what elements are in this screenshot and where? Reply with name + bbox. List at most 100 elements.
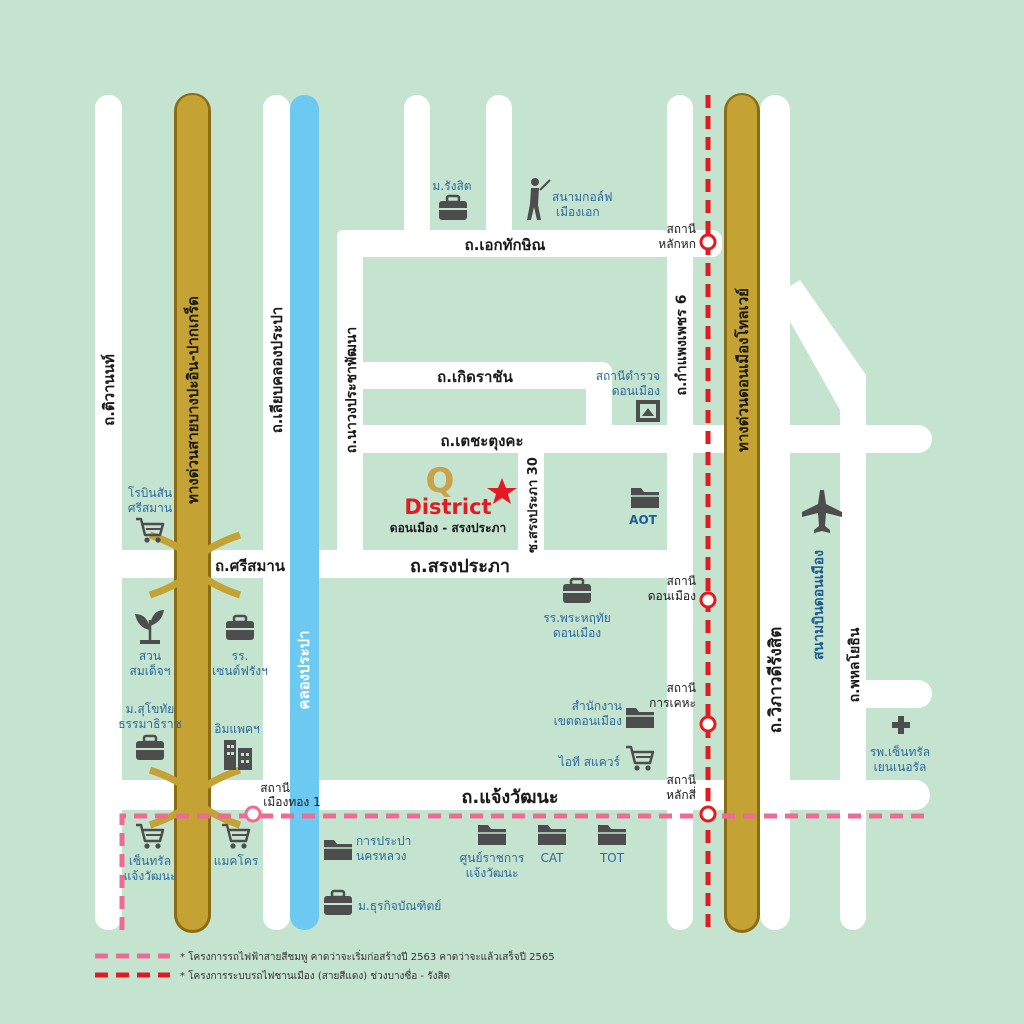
poi-police-line1: สถานีตำรวจ	[596, 369, 660, 383]
poi-st-francis-line1: รร.	[232, 649, 249, 663]
pink-line-rail	[119, 813, 930, 930]
road-labels: ถ.เอกทักษิณ ถ.เกิดราชัน ถ.เตชะตุงคะ ถ.สร…	[100, 236, 863, 808]
ramp-sirisaman-north	[148, 531, 242, 565]
poi-robinson-line2: ศรีสมาน	[128, 501, 172, 515]
poi-st-francis-line2: เซนต์ฟรังฯ	[212, 664, 268, 678]
station-lak-si-line2: หลักสี่	[666, 786, 697, 802]
station-kan-kheha-line2: การเคหะ	[649, 696, 696, 710]
poi-mwa-line2: นครหลวง	[356, 849, 407, 863]
poi-tot: TOT	[599, 851, 625, 865]
road-north-spur-1	[404, 95, 430, 240]
impact-building-icon	[224, 740, 252, 770]
project-q-district: Q District ดอนเมือง - สรงประภา	[390, 461, 517, 535]
poi-central-line1: เซ็นทรัล	[129, 853, 171, 868]
station-lak-hok-line2: หลักหก	[658, 237, 696, 251]
station-mueang-thong-line2: เมืองทอง 1	[263, 795, 321, 809]
poi-rangsit-uni: ม.รังสิต	[432, 179, 471, 193]
road-tiwanon	[95, 95, 122, 930]
label-phahonyothin: ถ.พหลโยธิน	[845, 627, 863, 702]
station-kan-kheha-line1: สถานี	[666, 681, 696, 695]
label-soi-songprapha-30: ซ.สรงประภา 30	[526, 457, 541, 553]
label-expressway-west: ทางด่วนสายบางปะอิน-ปากเกร็ด	[183, 296, 202, 504]
poi-aot: AOT	[629, 513, 657, 527]
road-nawong-prachaphatthana	[337, 230, 363, 578]
legend-pink-line: * โครงการรถไฟฟ้าสายสีชมพู คาดว่าจะเริ่มก…	[180, 949, 555, 963]
station-lak-hok-line1: สถานี	[666, 222, 696, 236]
poi-district-office-line2: เขตดอนเมือง	[554, 714, 622, 728]
project-name: District	[404, 495, 491, 519]
poi-district-office-line1: สำนักงาน	[572, 699, 622, 713]
road-liap-khlong-prapa	[263, 95, 290, 930]
poi-police-line2: ดอนเมือง	[612, 384, 660, 398]
poi-stou-line1: ม.สุโขทัย	[126, 702, 175, 717]
poi-phrahruethai-line1: รร.พระหฤทัย	[543, 611, 611, 625]
road-techatungkha	[337, 425, 932, 453]
poi-golf-line2: เมืองเอก	[556, 205, 600, 219]
expressway-don-mueang-tollway	[727, 95, 757, 930]
road-hospital-spur	[840, 680, 932, 708]
station-markers	[244, 233, 717, 823]
poi-central-line2: แจ้งวัฒนะ	[124, 869, 177, 883]
label-expressway-east: ทางด่วนดอนเมืองโทลเวย์	[733, 288, 752, 452]
road-songprapha	[95, 550, 693, 578]
road-koetrachan	[337, 362, 612, 389]
station-marker-lak-hok	[699, 233, 717, 251]
interchange-ramps	[148, 531, 242, 829]
police-station-icon	[636, 400, 660, 422]
road-north-spur-2	[486, 95, 512, 240]
park-plant-icon	[135, 610, 164, 644]
poi-golf-line1: สนามกอล์ฟ	[552, 190, 613, 204]
golf-icon	[527, 178, 551, 220]
map-legend: * โครงการรถไฟฟ้าสายสีชมพู คาดว่าจะเริ่มก…	[95, 949, 555, 982]
poi-park-line1: สวน	[139, 649, 161, 663]
label-nawong-prachaphatthana: ถ.นาวงประชาพัฒนา	[344, 327, 360, 454]
hospital-cross-icon	[892, 716, 910, 734]
poi-robinson-line1: โรบินสัน	[128, 486, 172, 500]
poi-stou-line2: ธรรมาธิราช	[118, 717, 182, 731]
label-liap-khlong-prapa: ถ.เลียบคลองประปา	[268, 307, 286, 434]
station-marker-lak-si	[699, 805, 717, 823]
station-marker-don-mueang	[699, 591, 717, 609]
station-marker-mueang-thong	[244, 805, 262, 823]
poi-makro: แมคโคร	[214, 854, 259, 868]
poi-hospital-line2: เยนเนอรัล	[874, 760, 927, 774]
poi-hospital-line1: รพ.เซ็นทรัล	[870, 744, 930, 759]
label-koetrachan: ถ.เกิดราชัน	[437, 368, 513, 386]
station-lak-si-line1: สถานี	[666, 773, 696, 787]
road-kamphaeng-phet-6	[667, 95, 693, 930]
station-mueang-thong-line1: สถานี	[260, 781, 290, 795]
poi-govt-complex-line1: ศูนย์ราชการ	[460, 851, 525, 866]
project-star-icon	[487, 478, 517, 504]
poi-cat: CAT	[541, 851, 565, 865]
label-sirisaman: ถ.ศรีสมาน	[215, 557, 286, 575]
project-logo-letter: Q	[426, 461, 455, 501]
poi-airport: สนามบินดอนเมือง	[811, 550, 827, 660]
label-canal: คลองประปา	[295, 630, 313, 709]
ramp-sirisaman-south	[148, 565, 242, 599]
road-network	[95, 95, 932, 930]
poi-mwa-line1: การประปา	[356, 834, 411, 848]
poi-phrahruethai-line2: ดอนเมือง	[553, 626, 601, 640]
canal-prapa	[290, 95, 319, 930]
legend-red-line: * โครงการระบบรถไฟชานเมือง (สายสีแดง) ช่ว…	[180, 968, 450, 982]
station-marker-kan-kheha	[699, 715, 717, 733]
poi-it-square: ไอที สแควร์	[558, 755, 621, 769]
label-chaengwattana: ถ.แจ้งวัฒนะ	[461, 787, 558, 808]
ramp-chaengwattana-north	[148, 766, 242, 800]
label-techatungkha: ถ.เตชะตุงคะ	[440, 432, 523, 451]
poi-labels: ม.รังสิต สนามกอล์ฟ เมืองเอก สถานีตำรวจ ด…	[118, 179, 930, 914]
ramp-chaengwattana-south	[148, 795, 242, 829]
poi-govt-complex-line2: แจ้งวัฒนะ	[466, 866, 519, 880]
road-phahonyothin-diagonal	[775, 280, 866, 410]
label-ekthakhin: ถ.เอกทักษิณ	[465, 236, 546, 254]
station-don-mueang-line2: ดอนเมือง	[648, 589, 696, 603]
expressway-bangpain-pakkret	[177, 95, 208, 930]
airplane-icon	[802, 490, 842, 533]
road-ekthakhin	[337, 230, 722, 257]
label-songprapha: ถ.สรงประภา	[410, 556, 510, 577]
poi-impact: อิมแพคฯ	[214, 722, 260, 736]
poi-park-line2: สมเด็จฯ	[130, 663, 171, 678]
poi-dpu: ม.ธุรกิจบัณฑิตย์	[358, 899, 441, 914]
project-subtitle: ดอนเมือง - สรงประภา	[390, 521, 506, 535]
